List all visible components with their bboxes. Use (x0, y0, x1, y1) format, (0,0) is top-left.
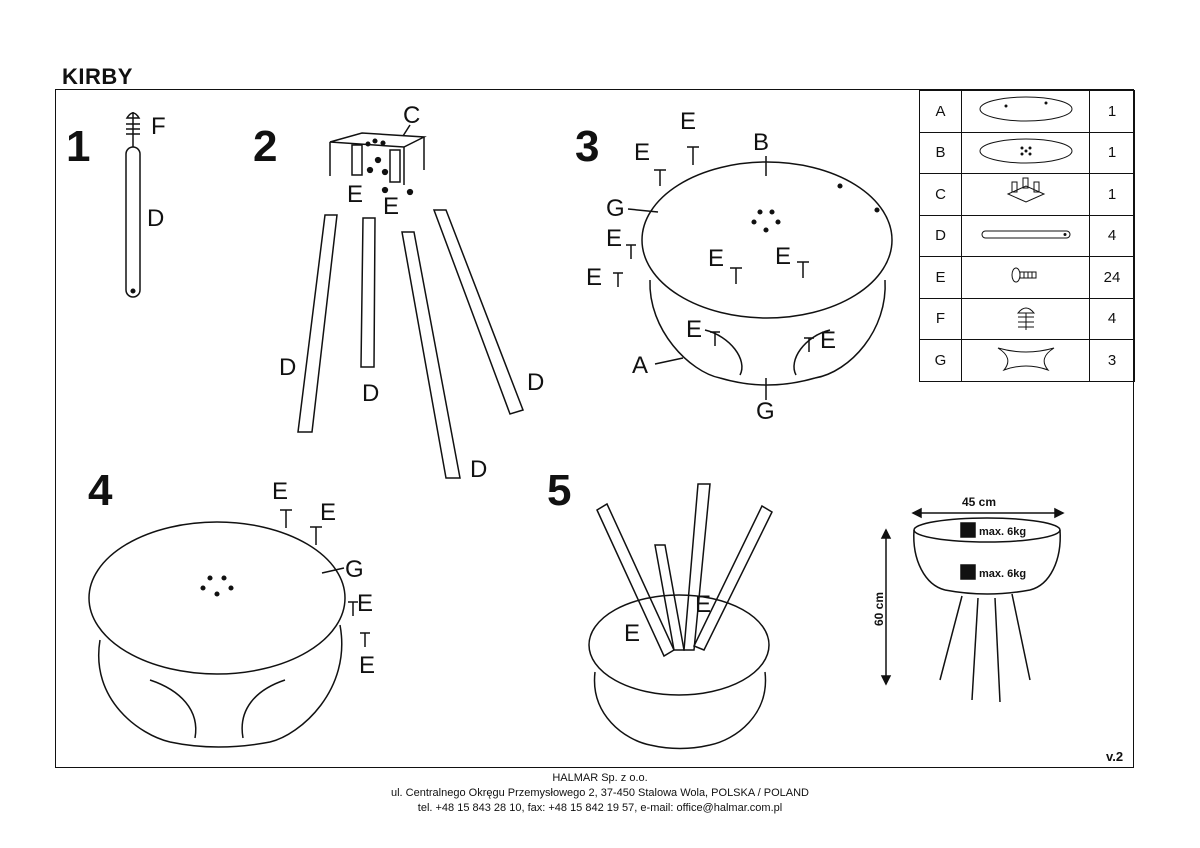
step-5-number: 5 (547, 466, 571, 515)
footer-contact: tel. +48 15 843 28 10, fax: +48 15 842 1… (417, 802, 783, 814)
load-upper: max. 6kg (979, 526, 1026, 538)
part-id: F (919, 297, 962, 340)
step-3-table-body (641, 161, 893, 386)
step-2-label-d3: D (470, 456, 487, 483)
step-4-table-body (88, 521, 346, 748)
dimension-width: 45 cm (962, 495, 996, 509)
part-quantity: 24 (1089, 256, 1135, 299)
step-4-label-g: G (345, 556, 364, 583)
step-1-label-d: D (147, 205, 164, 232)
step-1-label-f: F (151, 113, 166, 140)
step-2-legs (297, 209, 524, 479)
step-2-label-e1: E (347, 181, 363, 208)
part-id: E (919, 256, 962, 299)
step-5-legs (596, 483, 773, 658)
step-2-label-e2: E (383, 193, 399, 220)
part-quantity: 1 (1089, 131, 1135, 174)
parts-row-e: E 24 (919, 256, 1135, 299)
part-quantity: 1 (1089, 90, 1135, 133)
step-3-number: 3 (575, 122, 599, 171)
part-quantity: 4 (1089, 214, 1135, 257)
document-title: KIRBY (62, 64, 133, 89)
step-5-label-e2: E (624, 620, 640, 647)
step-1-leg (125, 112, 141, 298)
load-lower: max. 6kg (979, 568, 1026, 580)
step-3-label-g2: G (756, 398, 775, 425)
step-3-label-g1: G (606, 195, 625, 222)
part-quantity: 1 (1089, 173, 1135, 216)
step-2-leg-bracket (329, 132, 427, 196)
step-3-label-e1: E (680, 108, 696, 135)
step-5-table-body (588, 594, 770, 750)
part-id: A (919, 90, 962, 133)
side-panel-icon (961, 339, 1090, 382)
step-2-label-c: C (403, 102, 420, 129)
step-4-label-e2: E (320, 499, 336, 526)
footer-address: ul. Centralnego Okręgu Przemysłowego 2, … (390, 787, 809, 799)
step-3-label-e6: E (775, 243, 791, 270)
step-5-label-e1: E (695, 591, 711, 618)
step-3-screws (613, 146, 814, 352)
round-top-holes-icon (961, 131, 1090, 174)
step-3-label-e2: E (634, 139, 650, 166)
leg-icon (961, 214, 1090, 257)
step-4-label-e3: E (357, 590, 373, 617)
step-1-number: 1 (66, 122, 90, 171)
step-2-label-d2: D (362, 380, 379, 407)
step-4-number: 4 (88, 466, 113, 515)
step-3-label-e3: E (606, 225, 622, 252)
version-label: v.2 (1106, 749, 1124, 764)
step-2-number: 2 (253, 122, 277, 171)
part-id: B (919, 131, 962, 174)
instruction-frame (55, 89, 1134, 768)
part-quantity: 4 (1089, 297, 1135, 340)
dimension-height: 60 cm (872, 592, 886, 626)
part-id: C (919, 173, 962, 216)
dimension-view (880, 507, 1065, 703)
step-4-label-e1: E (272, 478, 288, 505)
foot-cap-icon (961, 297, 1090, 340)
footer-company: HALMAR Sp. z o.o. (552, 772, 648, 784)
step-2-label-d1: D (279, 354, 296, 381)
step-3-label-e4: E (586, 264, 602, 291)
step-3-label-b: B (753, 129, 769, 156)
step-3-label-a: A (632, 352, 648, 379)
part-quantity: 3 (1089, 339, 1135, 382)
part-id: G (919, 339, 962, 382)
round-top-icon (961, 90, 1090, 133)
part-id: D (919, 214, 962, 257)
leg-bracket-icon (961, 173, 1090, 216)
step-3-label-e7: E (686, 316, 702, 343)
step-4-screws (280, 509, 370, 647)
step-3-label-e5: E (708, 245, 724, 272)
footer: HALMAR Sp. z o.o. ul. Centralnego Okręgu… (0, 771, 1200, 816)
step-2-label-d4: D (527, 369, 544, 396)
step-4-label-e4: E (359, 652, 375, 679)
step-3-label-e8: E (820, 327, 836, 354)
screw-icon (961, 256, 1090, 299)
